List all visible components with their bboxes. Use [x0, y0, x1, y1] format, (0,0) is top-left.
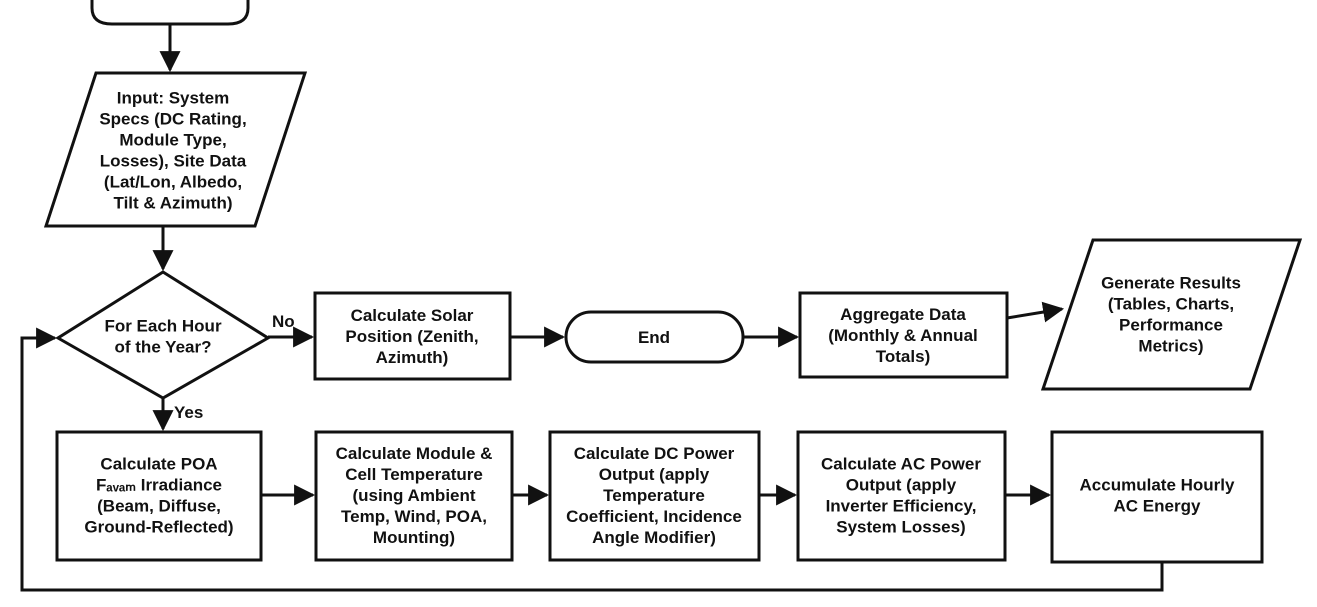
input-line: Tilt & Azimuth): [114, 194, 233, 213]
results-line: (Tables, Charts,: [1108, 295, 1234, 314]
node-start: [90, 0, 250, 26]
connectors: [20, 24, 1164, 592]
input-line: Input: System: [117, 89, 229, 108]
temperature-text: Calculate Module & Cell Temperature (using…: [336, 444, 493, 547]
aggregate-line: Aggregate Data: [840, 305, 966, 324]
aggregate-box: [798, 291, 1009, 379]
input-line: Specs (DC Rating,: [99, 110, 246, 129]
aggregate-line: (Monthly & Annual: [828, 326, 978, 345]
poa-text: Calculate POA Fₐᵥₐₘ Irradiance (Beam, Diff…: [84, 455, 233, 537]
temperature-line: (using Ambient: [352, 486, 475, 505]
dc-power-box: [548, 430, 761, 562]
ac-power-line: System Losses): [836, 518, 965, 537]
ac-power-line: Output (apply: [846, 476, 957, 495]
temperature-line: Cell Temperature: [345, 465, 483, 484]
start-terminal-shape: [90, 0, 250, 26]
solar-position-line: Position (Zenith,: [345, 327, 478, 346]
ac-power-box: [796, 430, 1007, 562]
node-accumulate: Accumulate Hourly AC Energy: [1050, 430, 1264, 564]
node-temperature: Calculate Module & Cell Temperature (using…: [314, 430, 514, 562]
ac-power-line: Calculate AC Power: [821, 455, 981, 474]
poa-line: Fₐᵥₐₘ Irradiance: [96, 476, 222, 495]
dc-power-line: Angle Modifier): [592, 528, 716, 547]
poa-line: Ground-Reflected): [84, 518, 233, 537]
results-parallelogram: [1040, 238, 1303, 391]
temperature-line: Mounting): [373, 528, 455, 547]
end-text: End: [638, 328, 670, 347]
edge-label-no: No: [272, 312, 295, 331]
arrow-aggregate-to-results: [1006, 301, 1065, 323]
accumulate-line: AC Energy: [1114, 497, 1201, 516]
end-line: End: [638, 328, 670, 347]
results-line: Generate Results: [1101, 274, 1241, 293]
decision-line: For Each Hour: [104, 317, 222, 336]
results-text: Generate Results (Tables, Charts, Performa…: [1101, 274, 1241, 356]
node-poa: Calculate POA Fₐᵥₐₘ Irradiance (Beam, Diff…: [55, 430, 263, 562]
results-line: Performance: [1119, 316, 1223, 335]
decision-line: of the Year?: [115, 338, 212, 357]
solar-position-line: Azimuth): [376, 348, 449, 367]
temperature-line: Temp, Wind, POA,: [341, 507, 487, 526]
input-line: Losses), Site Data: [100, 152, 247, 171]
dc-power-line: Calculate DC Power: [574, 444, 735, 463]
dc-power-line: Temperature: [603, 486, 705, 505]
input-parallelogram: [43, 71, 308, 228]
poa-line: (Beam, Diffuse,: [97, 497, 221, 516]
temperature-line: Calculate Module &: [336, 444, 493, 463]
input-line: Module Type,: [119, 131, 226, 150]
decision-text: For Each Hour of the Year?: [104, 317, 222, 357]
accumulate-box: [1050, 430, 1264, 564]
accumulate-text: Accumulate Hourly AC Energy: [1080, 476, 1235, 516]
input-line: (Lat/Lon, Albedo,: [104, 173, 242, 192]
node-results: Generate Results (Tables, Charts, Performa…: [1040, 238, 1303, 391]
temperature-box: [314, 430, 514, 562]
aggregate-line: Totals): [876, 347, 930, 366]
node-decision: For Each Hour of the Year?: [55, 270, 271, 400]
results-line: Metrics): [1138, 337, 1203, 356]
arrow-accumulate-loop-back: [20, 327, 1164, 592]
dc-power-line: Output (apply: [599, 465, 710, 484]
poa-box: [55, 430, 263, 562]
ac-power-line: Inverter Efficiency,: [826, 497, 977, 516]
accumulate-line: Accumulate Hourly: [1080, 476, 1235, 495]
poa-line: Calculate POA: [100, 455, 217, 474]
dc-power-line: Coefficient, Incidence: [566, 507, 742, 526]
node-end: End: [564, 310, 745, 364]
solar-position-line: Calculate Solar: [351, 306, 474, 325]
edge-label-yes: Yes: [174, 403, 203, 422]
